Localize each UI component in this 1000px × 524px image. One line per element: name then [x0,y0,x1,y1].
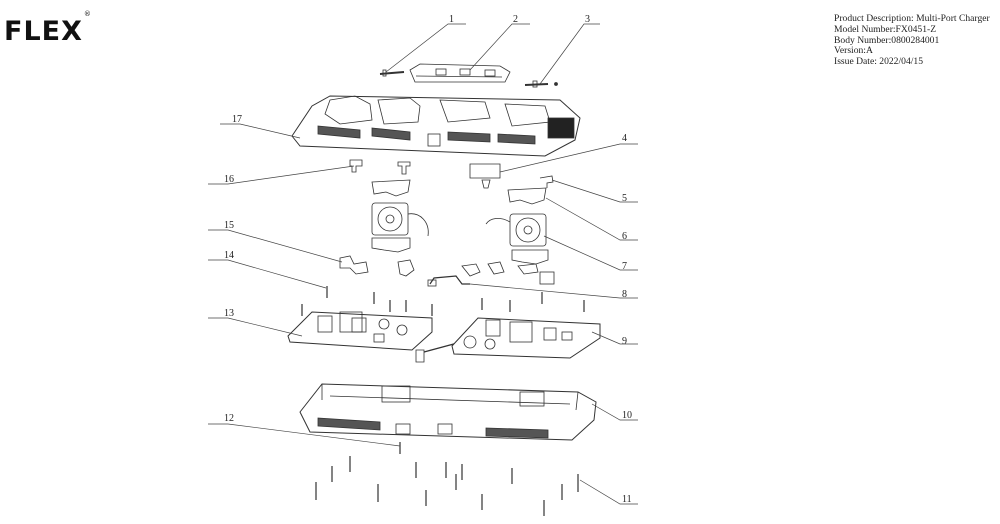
left-fan-assembly [371,179,429,253]
callout-12: 12 [224,413,234,424]
callout-16: 16 [224,174,234,185]
part-2-light-bar [409,63,511,83]
callout-15: 15 [224,220,234,231]
part-15-connectors [339,255,539,277]
callout-3: 3 [585,14,590,25]
part-10-base-housing [299,383,597,441]
callout-8: 8 [622,289,627,300]
product-info-block: Product Description: Multi-Port Charger … [834,13,990,68]
callout-labels: 1 2 3 4 5 6 7 8 9 10 11 12 13 14 15 16 1… [224,14,632,505]
body-number: Body Number:0800284001 [834,34,940,46]
part-16-clips [349,159,411,175]
callout-10: 10 [622,410,632,421]
callout-6: 6 [622,231,627,242]
part-3-rod [524,80,558,88]
callout-17: 17 [232,114,242,125]
callout-11: 11 [622,494,632,505]
part-17-top-cover [291,95,581,157]
callout-14: 14 [224,250,234,261]
part-9-right-pcb [451,317,601,359]
callout-9: 9 [622,336,627,347]
callout-13: 13 [224,308,234,319]
flex-logo: FLEX® [4,10,92,47]
issue-date: Issue Date: 2022/04/15 [834,56,923,68]
part-14-screws [301,286,585,316]
part-11-feet-screws [315,442,579,516]
version: Version:A [834,45,873,57]
callout-7: 7 [622,261,627,272]
callout-2: 2 [513,14,518,25]
part-1-rod [379,69,405,77]
part-5-clip [539,175,554,188]
model-number: Model Number:FX0451-Z [834,23,937,35]
callout-leaders [208,23,638,505]
callout-4: 4 [622,133,627,144]
right-fan-assembly [485,187,549,265]
callout-1: 1 [449,14,454,25]
callout-5: 5 [622,193,627,204]
part-4-block [469,163,501,189]
part-13-left-pcb [287,311,477,363]
product-description: Product Description: Multi-Port Charger [834,13,990,24]
